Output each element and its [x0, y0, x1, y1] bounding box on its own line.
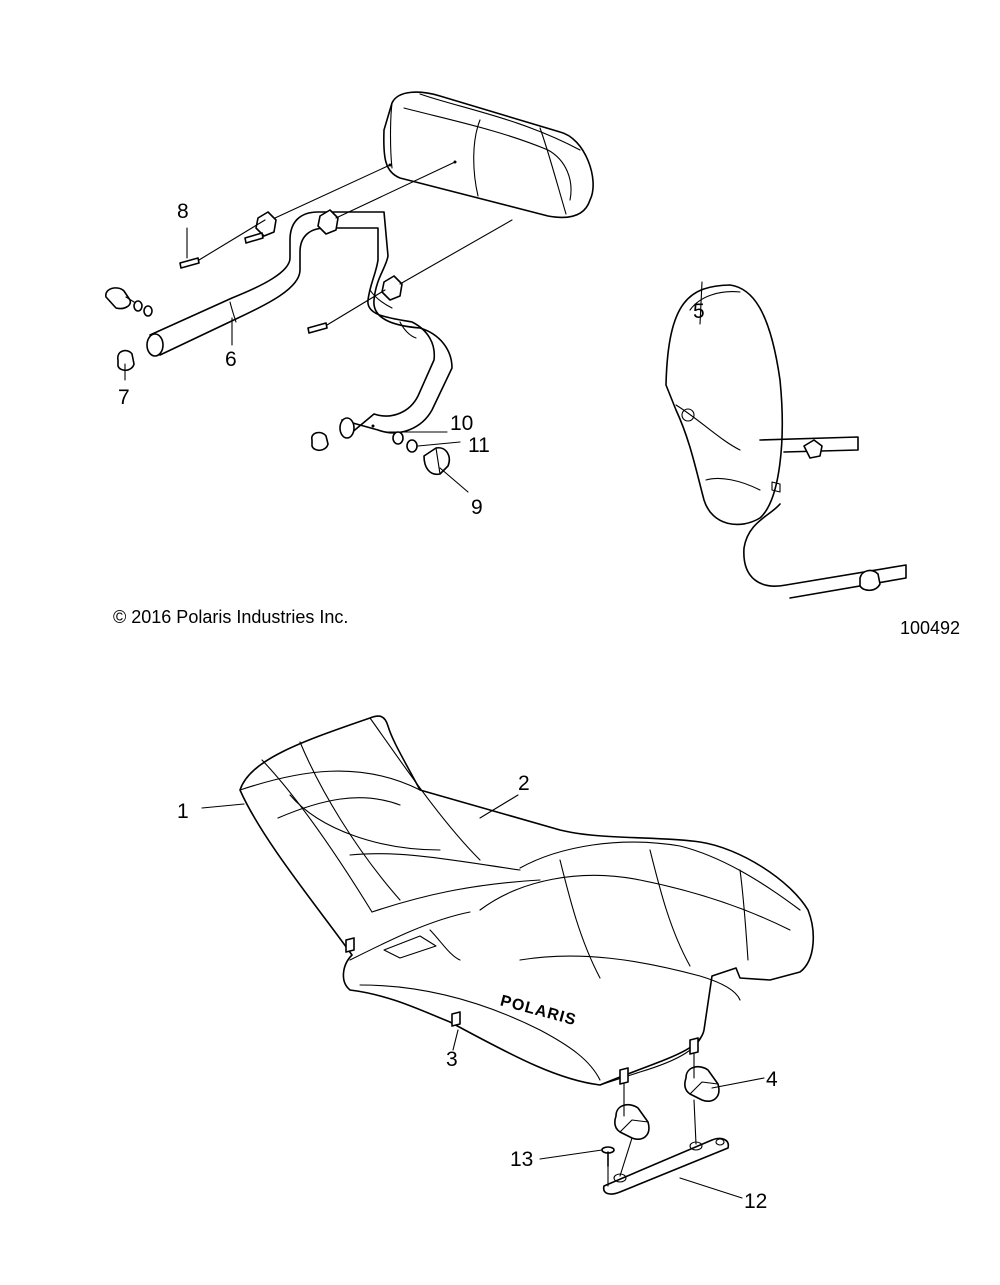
callout-10: 10 — [450, 412, 473, 435]
washer-11 — [406, 439, 418, 453]
grommet-middle — [317, 209, 339, 235]
callout-5: 5 — [693, 300, 705, 323]
knob-left — [105, 287, 153, 317]
screw-13 — [601, 1146, 615, 1187]
bracket-12 — [602, 1099, 730, 1195]
latch-4-right — [684, 1065, 720, 1102]
grommet-right — [381, 275, 403, 301]
figure-number: 100492 — [900, 618, 960, 638]
callout-2: 2 — [518, 772, 530, 795]
callout-leaders — [124, 227, 765, 1199]
callout-12: 12 — [744, 1190, 767, 1213]
latch-4-left — [614, 1103, 650, 1140]
end-cap-7 — [117, 349, 135, 372]
copyright-notice: © 2016 Polaris Industries Inc. — [113, 607, 348, 627]
callout-8: 8 — [177, 200, 189, 223]
screw-middle — [244, 161, 456, 244]
washer-10 — [392, 431, 404, 445]
end-cap-right — [311, 431, 329, 452]
screw-8 — [179, 164, 391, 269]
callout-4: 4 — [766, 1068, 778, 1091]
callout-6: 6 — [225, 348, 237, 371]
backrest-bar — [146, 211, 453, 439]
callout-9: 9 — [471, 496, 483, 519]
knob-9 — [423, 446, 451, 476]
callout-13: 13 — [510, 1148, 533, 1171]
grommet-left — [255, 211, 277, 237]
callout-7: 7 — [118, 386, 130, 409]
callout-3: 3 — [446, 1048, 458, 1071]
installed-backrest-assembly — [665, 284, 907, 599]
screw-lower — [307, 219, 513, 334]
backrest-pad — [382, 91, 594, 219]
callout-1: 1 — [177, 800, 189, 823]
seat-assembly — [239, 715, 815, 1086]
callout-11: 11 — [468, 434, 490, 457]
